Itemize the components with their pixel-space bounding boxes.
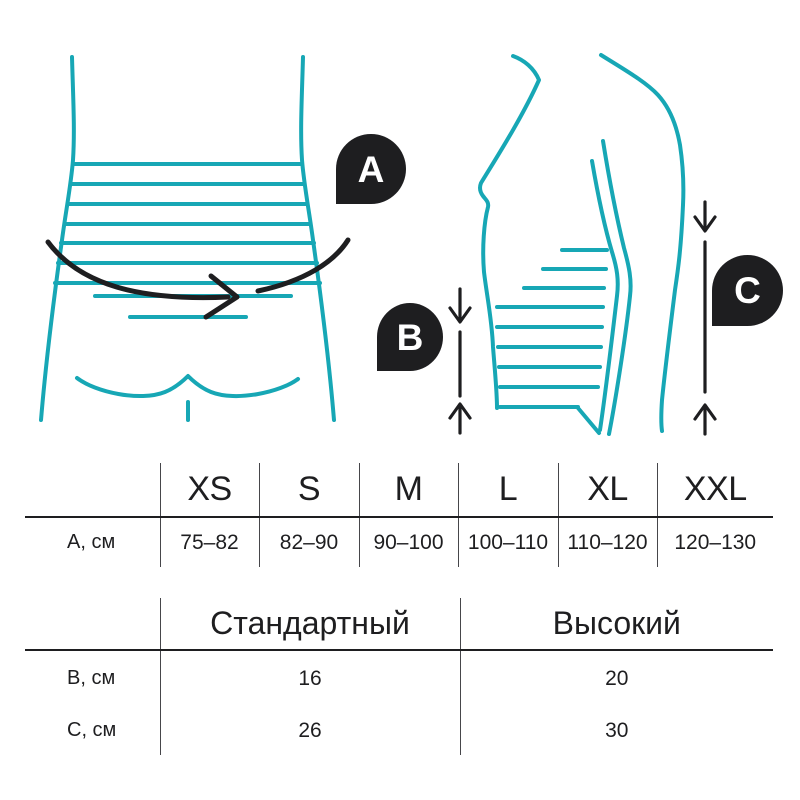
measure-b-label: B (396, 316, 424, 358)
height-table-row-c: C, см 26 30 (25, 706, 773, 755)
measure-a-badge: A (336, 134, 406, 204)
measure-c-label: C (734, 270, 761, 311)
a-value-xs: 75–82 (159, 517, 259, 567)
measure-c-arrows (693, 200, 717, 436)
torso-diagrams (39, 53, 717, 436)
side-view-torso (448, 53, 717, 436)
c-value-tall: 30 (459, 706, 773, 755)
size-col-xxl: XXL (656, 463, 773, 518)
height-table: Стандартный Высокий B, см 16 20 C, см 26… (25, 598, 773, 755)
size-col-xs: XS (159, 463, 259, 518)
size-col-xl: XL (557, 463, 657, 518)
measure-b-arrows (448, 287, 472, 435)
a-value-xxl: 120–130 (656, 517, 773, 567)
col-standard: Стандартный (159, 598, 460, 651)
measure-b-badge: B (377, 303, 443, 371)
measurement-illustrations: A B C (39, 53, 783, 436)
height-table-header-row: Стандартный Высокий (25, 598, 773, 651)
size-col-m: M (358, 463, 458, 518)
row-a-label: A, см (67, 531, 116, 553)
height-table-row-b: B, см 16 20 (25, 650, 773, 706)
c-value-standard: 26 (159, 706, 460, 755)
b-value-standard: 16 (159, 650, 460, 706)
a-value-m: 90–100 (358, 517, 458, 567)
row-b-label: B, см (67, 667, 116, 689)
back-view-torso (39, 55, 351, 422)
b-value-tall: 20 (459, 650, 773, 706)
size-table-corner-cell (25, 463, 160, 518)
a-value-xl: 110–120 (557, 517, 657, 567)
height-table-corner-cell (25, 598, 160, 651)
a-value-l: 100–110 (457, 517, 558, 567)
a-value-s: 82–90 (258, 517, 359, 567)
size-table-row-a: A, см 75–82 82–90 90–100 100–110 110–120… (25, 517, 773, 567)
measure-c-badge: C (712, 255, 783, 326)
size-col-s: S (258, 463, 359, 518)
col-tall: Высокий (459, 598, 773, 651)
row-c-label: C, см (67, 719, 117, 741)
circumference-arrow (45, 237, 351, 320)
measure-a-label: A (357, 148, 385, 190)
size-table-header-row: XS S M L XL XXL (25, 463, 773, 518)
size-table: XS S M L XL XXL A, см 75–82 82–90 90–100… (25, 463, 773, 567)
size-col-l: L (457, 463, 558, 518)
